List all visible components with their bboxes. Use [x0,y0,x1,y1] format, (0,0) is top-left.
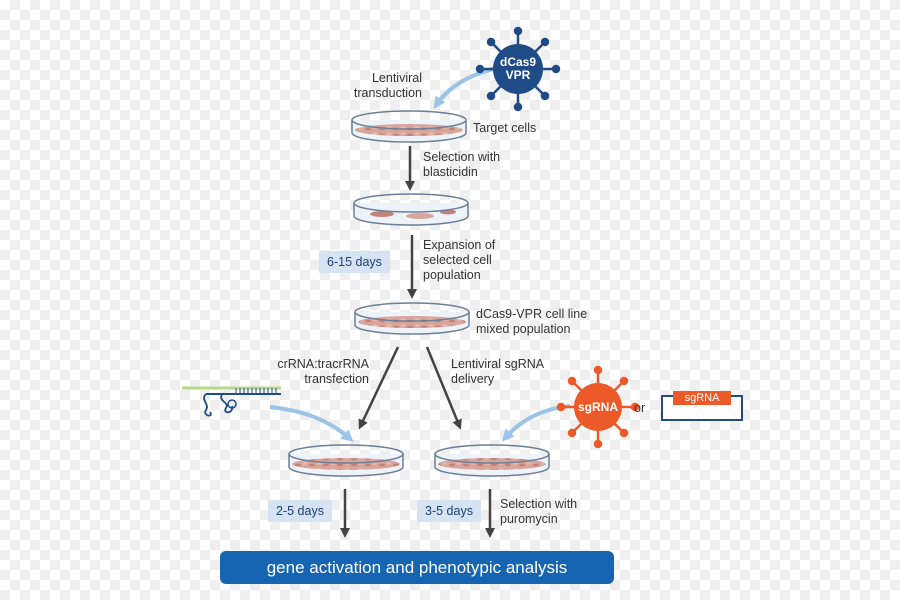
sgrna-virus-icon [556,365,640,449]
expansion-line3: population [423,268,481,282]
dish-left [288,444,404,477]
dcas9-label-line1: dCas9 [499,55,537,69]
crrna-line2: transfection [304,372,369,386]
days-badge-right: 3-5 days [417,500,481,522]
sgrna-plasmid-box: sgRNA [661,391,743,421]
sgrna-delivery-line2: delivery [451,372,495,386]
arrow-to-right-branch [425,346,462,430]
blasticidin-line2: blasticidin [423,165,478,179]
dish-target-cells [351,110,467,143]
blasticidin-line1: Selection with [423,150,501,164]
lentiviral-line1: Lentiviral [371,71,422,85]
days-badge-left: 2-5 days [268,500,332,522]
crrna-transfection-label: crRNA:tracrRNA transfection [258,357,369,387]
lentiviral-transduction-label: Lentiviral transduction [336,71,422,101]
gene-activation-banner: gene activation and phenotypic analysis [220,551,614,584]
dish-cell-line [354,302,470,335]
sgrna-delivery-label: Lentiviral sgRNA delivery [451,357,544,387]
target-cells-label: Target cells [473,121,537,135]
curved-arrow-crrna [269,405,354,443]
days-badge-expansion: 6-15 days [319,251,390,273]
expansion-line1: Expansion of [423,238,496,252]
selection-puromycin-label: Selection with puromycin [500,497,577,527]
dcas9-vpr-label: dCas9 VPR [496,56,540,82]
cell-line-label: dCas9-VPR cell line mixed population [476,307,587,337]
cell-line-line2: mixed population [476,322,571,336]
dish-selected [353,193,469,226]
dcas9-label-line2: VPR [505,68,531,82]
crrna-tracrrna-duplex-icon [182,386,281,417]
puromycin-line2: puromycin [500,512,558,526]
or-label: or [634,401,646,415]
cell-line-line1: dCas9-VPR cell line [476,307,588,321]
crrna-line1: crRNA:tracrRNA [277,357,369,371]
sgrna-box-tag: sgRNA [673,391,731,405]
dcas9-vpr-virus-icon [475,26,561,112]
sgrna-delivery-line1: Lentiviral sgRNA [451,357,545,371]
expansion-label: Expansion of selected cell population [423,238,495,283]
arrow-to-left-branch [358,346,400,430]
dish-right [434,444,550,477]
selection-blasticidin-label: Selection with blasticidin [423,150,500,180]
puromycin-line1: Selection with [500,497,578,511]
sgrna-virus-label: sgRNA [577,400,618,414]
expansion-line2: selected cell [423,253,492,267]
lentiviral-line2: transduction [353,86,422,100]
